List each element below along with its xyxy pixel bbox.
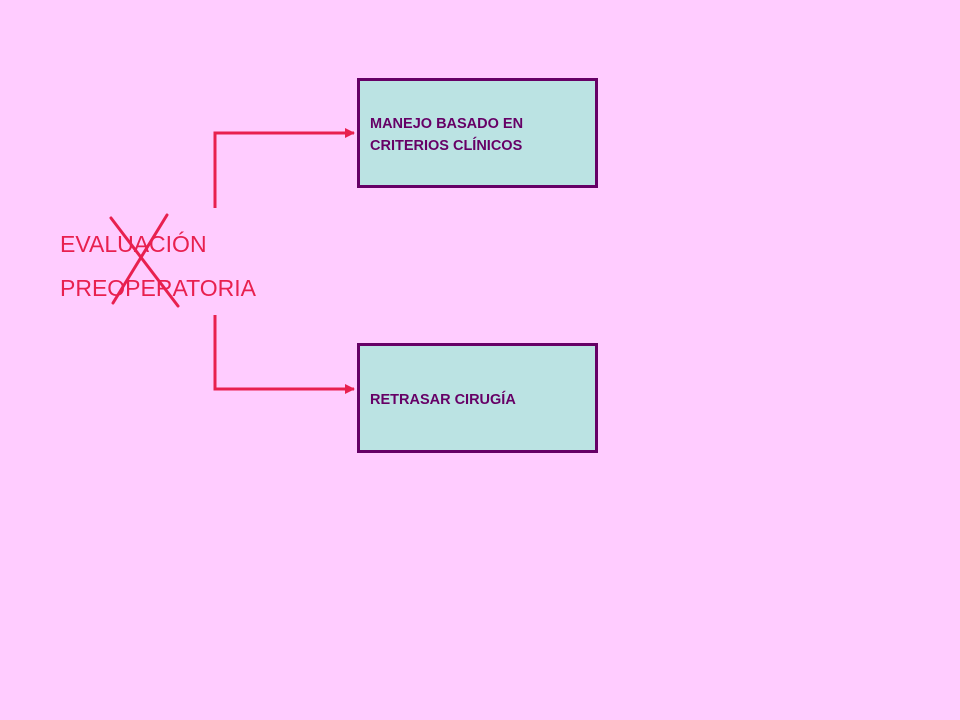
- target-box-1-line-1: MANEJO BASADO EN: [370, 116, 524, 132]
- arrow-to-bottom-box: [213, 315, 355, 394]
- target-box-clinical-management: MANEJO BASADO EN CRITERIOS CLÍNICOS: [357, 78, 598, 188]
- target-box-2-line-1: RETRASAR CIRUGÍA: [370, 392, 516, 408]
- target-box-delay-surgery: RETRASAR CIRUGÍA: [357, 343, 598, 453]
- cross-line-1: [109, 216, 180, 308]
- source-label-line-1: EVALUACIÓN: [60, 231, 207, 257]
- cross-line-2: [111, 213, 169, 305]
- arrow-to-top-box: [213, 128, 355, 208]
- target-box-1-line-2: CRITERIOS CLÍNICOS: [370, 138, 523, 154]
